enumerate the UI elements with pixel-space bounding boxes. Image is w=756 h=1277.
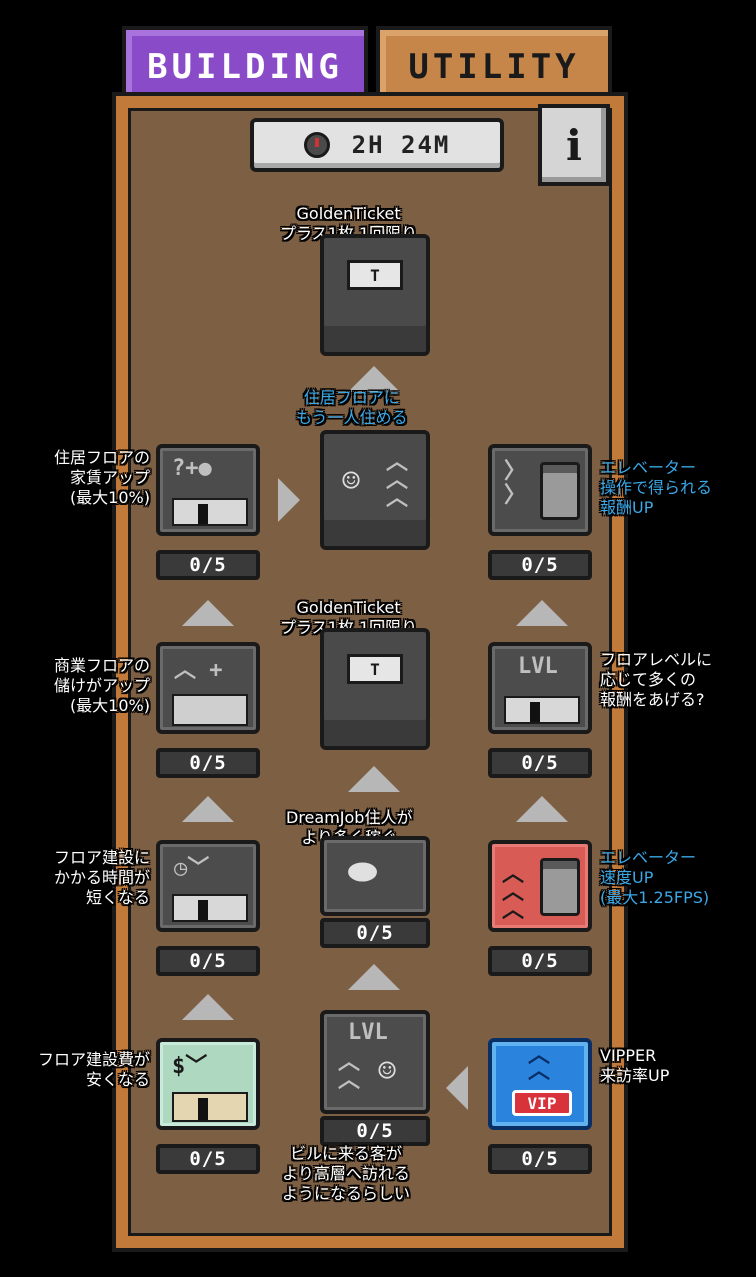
- arrow-up-icon: [182, 994, 234, 1020]
- rent-upgrade-tile[interactable]: ?+●: [156, 444, 260, 536]
- clock-icon: [303, 132, 330, 158]
- vipper-count: 0/5: [488, 1144, 592, 1174]
- build-time-count: 0/5: [156, 946, 260, 976]
- floor-level-caption: フロアレベルに 応じて多くの 報酬をあげる?: [600, 650, 713, 709]
- chevrons-up-icon: ︿︿︿: [502, 862, 525, 923]
- elevator-speed-caption: エレベーター 速度UP (最大1.25FPS): [600, 848, 710, 907]
- golden-ticket-caption: GoldenTicket プラス1枚 1回限り: [280, 204, 417, 243]
- rent-caption: 住居フロアの 家賃アップ (最大10%): [53, 448, 150, 507]
- floor-level-count: 0/5: [488, 748, 592, 778]
- golden-ticket-tile[interactable]: T: [320, 628, 430, 750]
- elevator-speed-upgrade-tile[interactable]: ︿︿︿: [488, 840, 592, 932]
- coin-icon: ⬬: [348, 852, 378, 892]
- resident-icon: ☺: [342, 464, 361, 499]
- tab-utility[interactable]: UTILITY: [376, 26, 612, 104]
- build-cost-caption: フロア建設費が 安くなる: [37, 1050, 150, 1089]
- arrow-up-icon: [348, 366, 400, 392]
- cost-down-icon: $﹀: [172, 1054, 208, 1079]
- elevator-reward-upgrade-tile[interactable]: 〉〉: [488, 444, 592, 536]
- city-icon: [172, 694, 248, 726]
- golden-ticket-tile[interactable]: T: [320, 234, 430, 356]
- elevator-reward-count: 0/5: [488, 550, 592, 580]
- clock-down-icon: ◷﹀: [174, 856, 210, 881]
- building-icon: [504, 696, 580, 724]
- resident-caption: 住居フロアに もう一人住める: [296, 388, 408, 427]
- arrow-up-icon: [516, 600, 568, 626]
- vip-badge: VIP: [512, 1090, 572, 1116]
- shop-upgrade-tile[interactable]: ︿ +: [156, 642, 260, 734]
- chevrons-right-icon: 〉〉: [504, 459, 527, 508]
- arrow-left-icon: [446, 1066, 468, 1110]
- tab-building[interactable]: BUILDING: [122, 26, 368, 104]
- elevator-reward-caption: エレベーター 操作で得られる 報酬UP: [600, 458, 713, 517]
- elevator-icon: [540, 462, 580, 520]
- rent-count: 0/5: [156, 550, 260, 580]
- arrow-up-icon: [182, 796, 234, 822]
- golden-ticket-caption: GoldenTicket プラス1枚 1回限り: [280, 598, 417, 637]
- chevrons-up-icon: ︿︿︿: [386, 450, 409, 511]
- visitor-floor-count: 0/5: [320, 1116, 430, 1146]
- build-cost-count: 0/5: [156, 1144, 260, 1174]
- building-icon: [172, 894, 248, 922]
- build-time-upgrade-tile[interactable]: ◷﹀: [156, 840, 260, 932]
- chevrons-up-icon: ︿︿: [528, 1043, 551, 1084]
- vipper-caption: VIPPER 来訪率UP: [600, 1046, 670, 1085]
- chevrons-up-icon: ︿︿: [338, 1050, 361, 1093]
- floor-level-upgrade-tile[interactable]: LVL: [488, 642, 592, 734]
- level-text: LVL: [348, 1020, 388, 1045]
- arrow-up-icon: [182, 600, 234, 626]
- arrow-right-icon: [278, 478, 300, 522]
- arrow-up-icon: [348, 964, 400, 990]
- vipper-upgrade-tile[interactable]: ︿︿ VIP: [488, 1038, 592, 1130]
- build-time-caption: フロア建設に かかる時間が 短くなる: [53, 848, 150, 907]
- visitor-floor-upgrade-tile[interactable]: LVL ︿︿ ☺: [320, 1010, 430, 1114]
- visitor-floor-caption: ビルに来る客が より高層へ訪れる ようになるらしい: [282, 1144, 411, 1203]
- timer-text: 2H 24M: [351, 131, 451, 159]
- info-button[interactable]: i: [538, 104, 610, 186]
- timer-display: 2H 24M: [250, 118, 504, 172]
- rent-up-icon: ?+●: [172, 456, 212, 481]
- person-icon: ☺: [378, 1054, 397, 1089]
- building-icon: [172, 498, 248, 526]
- shop-up-icon: ︿ +: [174, 658, 223, 683]
- building-icon: [172, 1092, 248, 1122]
- level-text: LVL: [518, 654, 558, 679]
- ticket-icon: T: [347, 260, 403, 290]
- shop-caption: 商業フロアの 儲けがアップ (最大10%): [53, 656, 150, 715]
- dreamjob-count: 0/5: [320, 918, 430, 948]
- arrow-up-icon: [348, 766, 400, 792]
- elevator-speed-count: 0/5: [488, 946, 592, 976]
- resident-upgrade-tile[interactable]: ☺ ︿︿︿: [320, 430, 430, 550]
- build-cost-upgrade-tile[interactable]: $﹀: [156, 1038, 260, 1130]
- arrow-up-icon: [516, 796, 568, 822]
- ticket-icon: T: [347, 654, 403, 684]
- dreamjob-upgrade-tile[interactable]: ⬬: [320, 836, 430, 916]
- elevator-icon: [540, 858, 580, 916]
- shop-count: 0/5: [156, 748, 260, 778]
